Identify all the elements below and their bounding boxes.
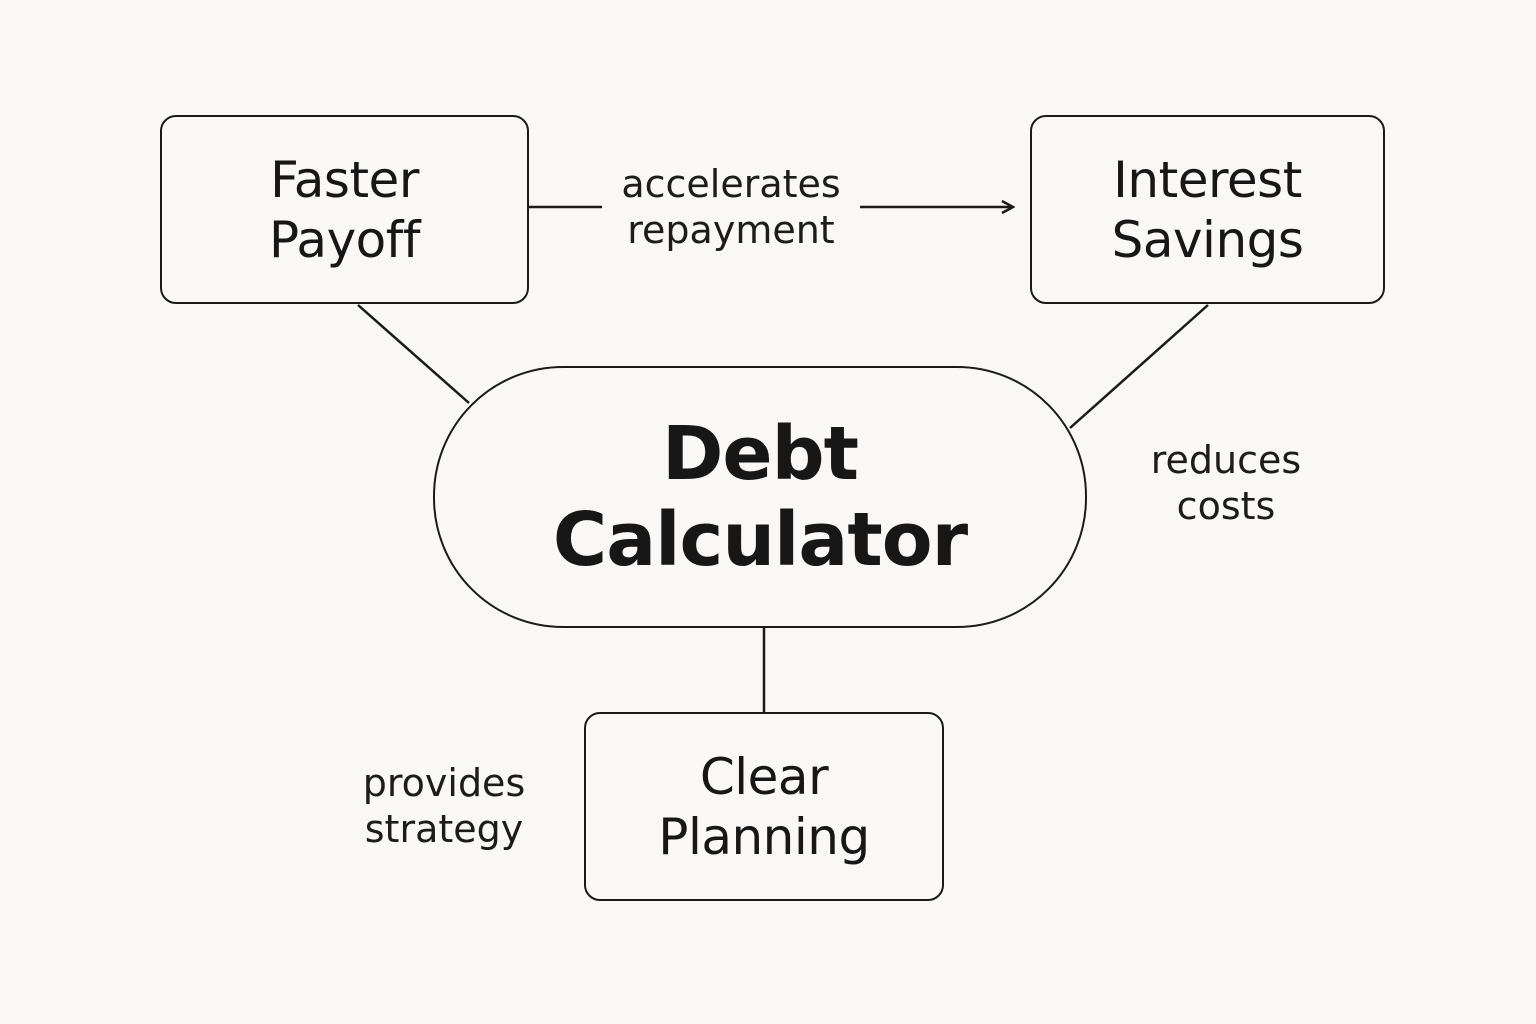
node-debt-calculator-label: Debt Calculator	[552, 411, 968, 583]
node-interest-savings: Interest Savings	[1030, 115, 1385, 304]
node-clear-planning-label: Clear Planning	[658, 747, 870, 866]
edge-label-provides: provides strategy	[362, 761, 526, 851]
node-faster-payoff: Faster Payoff	[160, 115, 529, 304]
node-debt-calculator: Debt Calculator	[433, 366, 1087, 628]
edge-label-reduces: reduces costs	[1150, 438, 1302, 528]
node-clear-planning: Clear Planning	[584, 712, 944, 901]
edge-line-payoff-to-calculator	[357, 304, 470, 404]
node-interest-savings-label: Interest Savings	[1111, 150, 1304, 269]
edge-line-interest-to-calculator	[1069, 304, 1209, 429]
node-faster-payoff-label: Faster Payoff	[269, 150, 420, 269]
edge-label-accelerates: accelerates repayment	[621, 162, 841, 252]
